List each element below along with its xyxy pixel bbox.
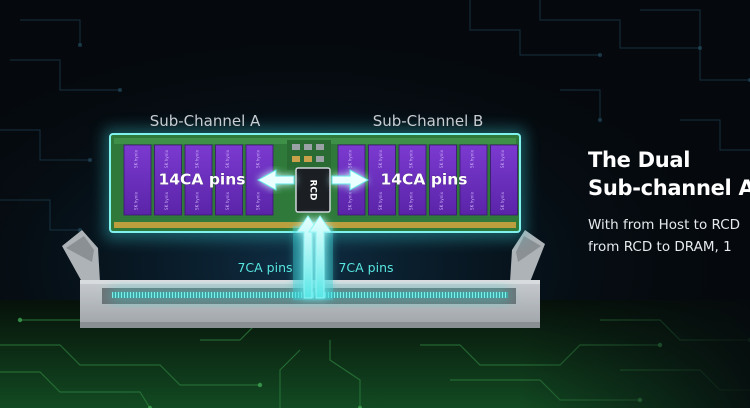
chip-brand-text: SK hynix (500, 149, 505, 168)
chip-brand-text: SK hynix (164, 149, 169, 168)
headline-line-1: The Dual (588, 148, 691, 172)
circuit-nodes (78, 43, 750, 232)
chip-brand-text: SK hynix (439, 149, 444, 168)
rcd-to-subchannel-arrows (256, 169, 370, 191)
arrow-up-right-icon (308, 215, 332, 299)
body-line-1: With from Host to RCD (588, 217, 741, 233)
chip-brand-text: SK hynix (439, 191, 444, 210)
chip-brand-text: SK hynix (256, 149, 261, 168)
board-fade (520, 300, 750, 408)
chip-brand-text: SK hynix (225, 149, 230, 168)
subchannel-b-dram-chip: SK hynix SK hynix (490, 144, 518, 216)
subchannel-a-label: Sub-Channel A (150, 112, 261, 130)
circuit-traces-top (0, 0, 750, 231)
host-pins-right-label: 7CA pins (338, 260, 393, 275)
subchannel-b-dram-chip: SK hynix SK hynix (429, 144, 457, 216)
subchannel-a-dram-chip: SK hynix SK hynix (184, 144, 213, 216)
arrow-right-icon (331, 169, 370, 191)
chip-brand-text: SK hynix (348, 191, 353, 210)
subchannel-b-label: Sub-Channel B (373, 112, 484, 130)
chip-brand-text: SK hynix (256, 191, 261, 210)
chip-brand-text: SK hynix (470, 149, 475, 168)
arrow-up-left-icon (296, 215, 320, 299)
chip-brand-text: SK hynix (195, 191, 200, 210)
chip-brand-text: SK hynix (378, 149, 383, 168)
chip-brand-text: SK hynix (195, 149, 200, 168)
rcd-chip: RCD (295, 167, 331, 213)
headline-line-2: Sub-channel A (588, 176, 750, 200)
subchannel-b-dram-chip: SK hynix SK hynix (459, 144, 488, 216)
body-line-2: from RCD to DRAM, 1 (588, 239, 732, 255)
rcd-label: RCD (308, 179, 318, 200)
host-pins-left-label: 7CA pins (237, 260, 292, 275)
chip-brand-text: SK hynix (134, 149, 139, 168)
chip-brand-text: SK hynix (409, 191, 414, 210)
chip-brand-text: SK hynix (225, 191, 230, 210)
subchannel-b-dram-chip: SK hynix SK hynix (398, 144, 427, 216)
subchannel-b-dram-chip: SK hynix SK hynix (368, 144, 396, 216)
subchannel-a-dram-chip: SK hynix SK hynix (123, 144, 152, 216)
chip-brand-text: SK hynix (134, 191, 139, 210)
chip-brand-text: SK hynix (500, 191, 505, 210)
pins-b-label: 14CA pins (380, 171, 467, 189)
subchannel-a-dram-chip: SK hynix SK hynix (215, 144, 243, 216)
pins-a-label: 14CA pins (158, 171, 245, 189)
chip-brand-text: SK hynix (470, 191, 475, 210)
chip-brand-text: SK hynix (164, 191, 169, 210)
headline-block: The Dual Sub-channel A With from Host to… (588, 146, 750, 258)
subchannel-a-dram-chip: SK hynix SK hynix (154, 144, 182, 216)
arrow-left-icon (256, 169, 295, 191)
chip-brand-text: SK hynix (348, 149, 353, 168)
chip-brand-text: SK hynix (409, 149, 414, 168)
host-to-rcd-arrows (293, 215, 333, 300)
center-components (287, 140, 331, 170)
chip-brand-text: SK hynix (378, 191, 383, 210)
